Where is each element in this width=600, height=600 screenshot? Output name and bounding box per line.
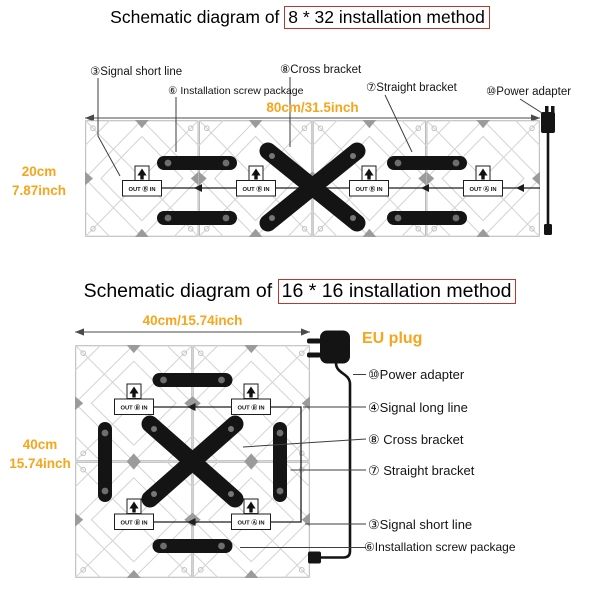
connector-label: OUT Ⓑ IN [242,185,269,193]
connector-1: OUT Ⓑ IN [122,165,162,197]
diagram-8x32: OUT Ⓑ IN OUT Ⓑ IN OUT Ⓑ IN OUT Ⓐ IN [85,77,555,237]
power-adapter-cord [308,362,352,564]
cross-bracket [141,415,244,508]
cross-bracket [259,142,366,232]
height-value: 40cm [22,437,58,452]
title-16x16: Schematic diagram of 16 * 16 installatio… [0,279,600,304]
connector-label: OUT Ⓑ IN [355,185,382,193]
title-16x16-boxed: 16 * 16 installation method [277,279,517,304]
height-value: 20cm [21,164,57,179]
connector-label: OUT Ⓑ IN [128,185,155,193]
callout-cross-bracket: ⑧ Cross bracket [368,432,464,447]
callout-straight-bracket: ⑦Straight bracket [366,82,457,94]
callout-signal-long-line: ④Signal long line [368,400,468,415]
callout-power-adapter: ⑩Power adapter [368,367,465,382]
height-value-inch: 7.87inch [11,182,67,198]
width-dimension-arrow [85,114,540,122]
callout-signal-short-line: ③Signal short line [90,66,183,78]
title-8x32-boxed: 8 * 32 installation method [284,6,490,29]
connector-4: OUT Ⓐ IN [463,165,503,197]
callout-straight-bracket: ⑦ Straight bracket [368,463,475,478]
connector-3: OUT Ⓑ IN [114,498,154,530]
callout-power-adapter: ⑩Power adapter [486,86,572,98]
title-8x32: Schematic diagram of 8 * 32 installation… [0,6,600,29]
connector-label: OUT Ⓐ IN [469,185,496,193]
leader-lines [240,374,367,548]
width-dimension-label: 80cm/31.5inch [266,100,359,115]
connector-2: OUT Ⓑ IN [231,383,271,415]
width-dimension-arrow [75,328,310,336]
width-dimension-label: 40cm/15.74inch [142,313,243,328]
height-dimension-label: 40cm 15.74inch [0,436,80,474]
title-16x16-prefix: Schematic diagram of [83,280,278,302]
connector-label: OUT Ⓑ IN [120,403,147,411]
power-adapter [541,106,555,235]
connector-label: OUT Ⓑ IN [237,403,264,411]
title-8x32-prefix: Schematic diagram of [110,7,285,27]
connector-2: OUT Ⓑ IN [236,165,276,197]
callout-cross-bracket: ⑧Cross bracket [280,64,362,76]
leader-lines [97,77,543,177]
connector-label: OUT Ⓐ IN [237,518,264,526]
connector-4: OUT Ⓐ IN [231,498,271,530]
connector-label: OUT Ⓑ IN [120,518,147,526]
callout-signal-short-line: ③Signal short line [368,517,473,532]
connector-3: OUT Ⓑ IN [349,165,389,197]
callout-screw-package: ⑥Installation screw package [364,540,516,554]
diagram-16x16: OUT Ⓑ IN OUT Ⓑ IN OUT Ⓑ IN OUT Ⓐ IN [75,328,367,578]
callout-screw-package: ⑥ Installation screw package [168,85,304,97]
height-dimension-label: 20cm 7.87inch [0,163,78,201]
eu-plug-label: EU plug [362,330,423,347]
height-value-inch: 15.74inch [9,455,71,471]
eu-plug [307,330,350,364]
signal-lines [153,403,302,526]
connector-1: OUT Ⓑ IN [114,383,154,415]
